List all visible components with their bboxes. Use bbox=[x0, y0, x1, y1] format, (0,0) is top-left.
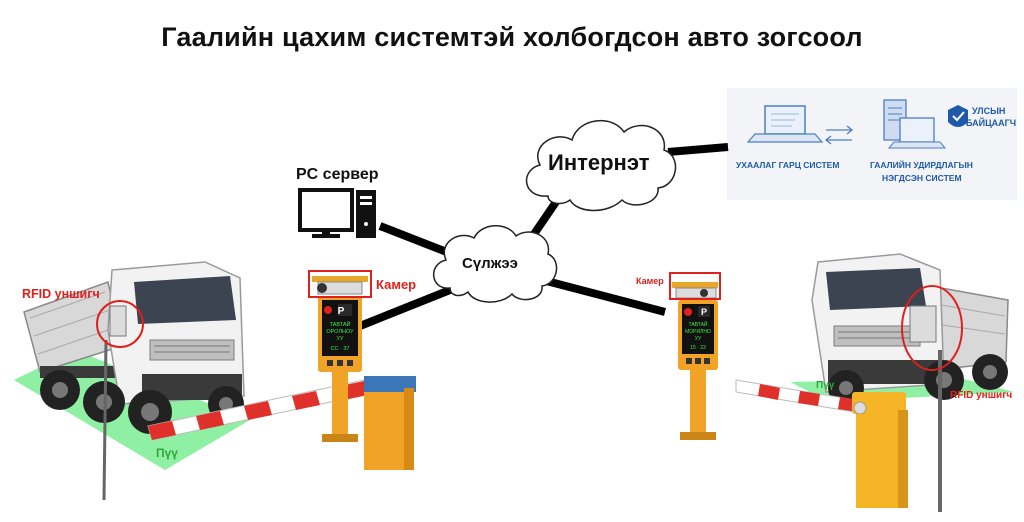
link-network-right-terminal bbox=[533, 274, 667, 316]
pc-server-icon bbox=[298, 188, 376, 238]
smart-gate-laptop-icon bbox=[746, 105, 824, 143]
terminal-left-line2: ОРОЛНОУ bbox=[326, 329, 354, 335]
ground-right-label: Пүү bbox=[816, 380, 835, 391]
smart-gate-system-label: УХААЛАГ ГАРЦ СИСТЕМ bbox=[736, 160, 840, 170]
camera-left-label: Камер bbox=[376, 277, 417, 292]
customs-system-label-line1: ГААЛИЙН УДИРДЛАГЫН bbox=[870, 160, 973, 170]
terminal-right-p: P bbox=[701, 307, 707, 317]
inspector-label-line2: БАЙЦААГЧ bbox=[966, 118, 1017, 128]
parking-terminal-left bbox=[312, 276, 368, 442]
terminal-right-line1: ТАВТАЙ bbox=[688, 320, 707, 328]
terminal-left-line1: ТАВТАЙ bbox=[330, 320, 351, 328]
data-exchange-arrows-icon bbox=[824, 125, 854, 145]
barrier-gate-left bbox=[364, 376, 416, 470]
rfid-right-label: RFID уншигч bbox=[950, 390, 1013, 401]
customs-system-label-line2: НЭГДСЭН СИСТЕМ bbox=[882, 173, 962, 183]
link-network-left-terminal bbox=[353, 286, 452, 332]
ground-left-label: Пүү bbox=[156, 446, 178, 460]
network-label: Сүлжээ bbox=[462, 255, 518, 272]
rfid-pole-left bbox=[102, 339, 108, 501]
terminal-left-line3: УУ bbox=[337, 336, 344, 342]
customs-server-icon bbox=[883, 99, 947, 149]
network-links bbox=[353, 143, 729, 332]
terminal-right-plate: 15 · 23 bbox=[690, 345, 706, 351]
truck-right-icon bbox=[811, 253, 1009, 406]
parking-terminal-right bbox=[672, 282, 718, 440]
terminal-right-line3: УУ bbox=[695, 336, 702, 342]
rfid-reader-left-highlight bbox=[96, 300, 144, 348]
page-title: Гаалийн цахим системтэй холбогдсон авто … bbox=[161, 22, 863, 52]
rfid-left-label: RFID уншигч bbox=[22, 287, 100, 301]
internet-label: Интернэт bbox=[548, 150, 650, 175]
camera-right-highlight bbox=[669, 272, 721, 300]
camera-left-highlight bbox=[308, 270, 372, 298]
internet-cloud-icon bbox=[525, 119, 677, 212]
terminal-right-line2: МОРИЛНО bbox=[685, 329, 711, 335]
terminal-left-plate: СС · 37 bbox=[331, 346, 350, 352]
truck-left-icon bbox=[23, 261, 245, 434]
rfid-reader-right-highlight bbox=[901, 285, 963, 371]
network-cloud-icon bbox=[432, 225, 558, 303]
inspector-label-line1: УЛСЫН bbox=[972, 106, 1006, 116]
link-internet-panel bbox=[667, 143, 729, 156]
barrier-gate-right bbox=[852, 392, 908, 508]
inspector-badge-icon bbox=[948, 105, 968, 127]
terminal-left-p: P bbox=[338, 306, 345, 317]
camera-right-label: Камер bbox=[636, 276, 664, 286]
pc-server-label: PC сервер bbox=[296, 166, 379, 183]
